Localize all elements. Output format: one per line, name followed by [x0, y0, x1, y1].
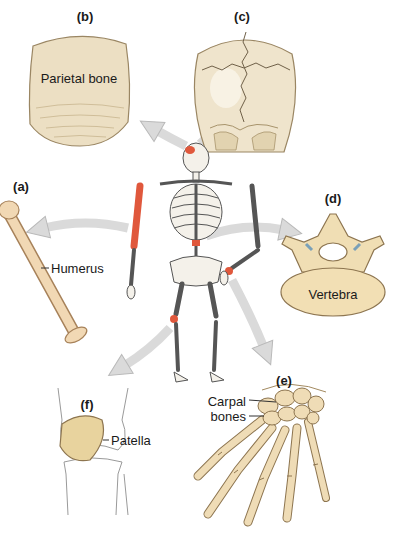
knee-drawing: [60, 416, 104, 461]
pointer-arrows: [124, 328, 170, 366]
hand-drawing: [249, 416, 264, 417]
parietal-bone-drawing: [40, 115, 120, 137]
humerus-drawing: [63, 324, 90, 346]
hand-drawing: [218, 452, 318, 480]
hand-drawing: [248, 430, 285, 522]
bone-name: Parietal bone: [41, 71, 118, 86]
hand-drawing: [278, 407, 296, 421]
skull-drawing: [240, 32, 248, 122]
knee-drawing: [124, 474, 128, 515]
skeleton-drawing: [183, 143, 209, 173]
panel-letter: (b): [77, 9, 94, 24]
hand-drawing: [275, 390, 295, 406]
hand-drawing: [307, 412, 319, 424]
bone-name: Patella: [111, 433, 151, 448]
vertebra-drawing: [319, 243, 347, 261]
pointer-arrows: [44, 223, 128, 228]
skull-drawing: [202, 63, 290, 70]
hand-drawing: [262, 384, 326, 392]
skeleton-drawing: [214, 322, 216, 370]
hand-drawing: [198, 420, 326, 522]
hand-drawing: [287, 428, 297, 518]
skeleton-drawing: [220, 271, 228, 285]
skeleton-drawing: [176, 284, 182, 314]
knee-drawing: [58, 388, 128, 515]
panel-letter: (a): [13, 179, 29, 194]
hand-drawing: [308, 422, 326, 498]
panel-letter: (e): [276, 373, 292, 388]
knee-drawing: [103, 440, 109, 441]
hand-drawing: [287, 428, 297, 518]
pointer-arrows: [44, 128, 284, 366]
pointer-arrows: [156, 130, 186, 146]
parietal-bone-drawing: [29, 36, 129, 146]
bone-name: Carpal bones: [184, 394, 246, 424]
skeleton-drawing: [195, 184, 198, 262]
skeleton-drawing: [232, 250, 258, 268]
panel-letter: (c): [234, 9, 250, 24]
hand-drawing: [308, 396, 324, 412]
hand-drawing: [248, 430, 285, 522]
hand-drawing: [249, 400, 276, 402]
skull-drawing: [210, 68, 242, 108]
skeleton-drawing: [210, 372, 224, 382]
skeleton-drawing: [127, 285, 135, 299]
panel-letter: (d): [325, 191, 342, 206]
skull-drawing: [194, 32, 295, 152]
vertebra-drawing: [281, 268, 385, 316]
skeleton-drawing: [170, 256, 222, 286]
skeleton-drawing: [192, 240, 200, 246]
parietal-bone-drawing: [29, 36, 129, 146]
hand-drawing: [308, 422, 326, 498]
skeleton-drawing: [131, 250, 134, 285]
skull-drawing: [210, 124, 278, 130]
skeleton-drawing: [127, 143, 258, 382]
bone-name: Humerus: [51, 261, 104, 276]
skeleton-drawing: [170, 315, 178, 323]
humerus-drawing: [41, 268, 49, 269]
vertebra-drawing: [282, 214, 384, 272]
skeleton-drawing: [210, 284, 216, 316]
pointer-arrows: [232, 280, 264, 348]
panel-letter: (f): [81, 397, 94, 412]
vertebra-drawing: [306, 244, 360, 250]
vertebra-drawing: [281, 214, 385, 316]
skeleton-drawing: [174, 372, 188, 382]
skeleton-drawing: [176, 324, 178, 370]
skeleton-drawing: [185, 146, 195, 154]
skull-drawing: [214, 132, 276, 150]
bone-name: Vertebra: [308, 287, 357, 302]
skeleton-drawing: [134, 186, 140, 246]
parietal-bone-drawing: [36, 104, 124, 108]
knee-drawing: [64, 458, 122, 515]
humerus-drawing: [0, 201, 19, 219]
skeleton-drawing: [252, 186, 258, 246]
